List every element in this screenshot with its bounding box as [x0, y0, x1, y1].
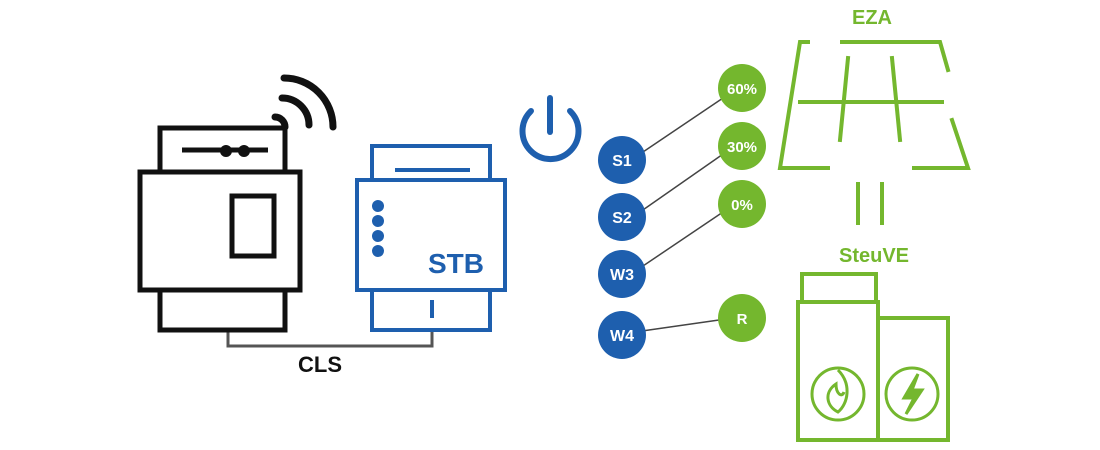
gateway-indicator-dots: [220, 145, 250, 157]
relay-s1: S1: [598, 136, 646, 184]
smart-meter-gateway-device: [137, 125, 303, 333]
target-r: R: [718, 294, 766, 342]
relay-w4-label: W4: [610, 328, 634, 345]
steuve-label: SteuVE: [839, 245, 909, 267]
target-60-percent-label: 60%: [727, 81, 757, 98]
relay-w3-label: W3: [610, 267, 634, 284]
eza-label: EZA: [852, 7, 892, 29]
target-r-label: R: [737, 311, 748, 328]
wifi-icon: [271, 74, 337, 131]
cls-label: CLS: [298, 352, 342, 377]
target-30-percent: 30%: [718, 122, 766, 170]
target-60-percent: 60%: [718, 64, 766, 112]
relay-s1-label: S1: [612, 153, 632, 170]
power-icon: [519, 95, 582, 163]
cls-connection-line: [226, 330, 434, 348]
relay-connection-lines: [639, 95, 727, 332]
stb-label: STB: [428, 248, 484, 279]
stb-indicator-leds: [372, 200, 384, 257]
flame-icon: [810, 366, 866, 422]
solar-panel-icon: [777, 40, 971, 170]
relay-w4: W4: [598, 311, 646, 359]
target-30-percent-label: 30%: [727, 139, 757, 156]
steuve-devices: [796, 272, 950, 442]
relay-s2: S2: [598, 193, 646, 241]
relay-w3: W3: [598, 250, 646, 298]
relay-s2-label: S2: [612, 210, 632, 227]
eza-steuve-connector: [856, 182, 884, 225]
target-0-percent: 0%: [718, 180, 766, 228]
lightning-icon: [884, 366, 940, 422]
target-0-percent-label: 0%: [731, 197, 753, 214]
stb-device: [355, 144, 507, 332]
